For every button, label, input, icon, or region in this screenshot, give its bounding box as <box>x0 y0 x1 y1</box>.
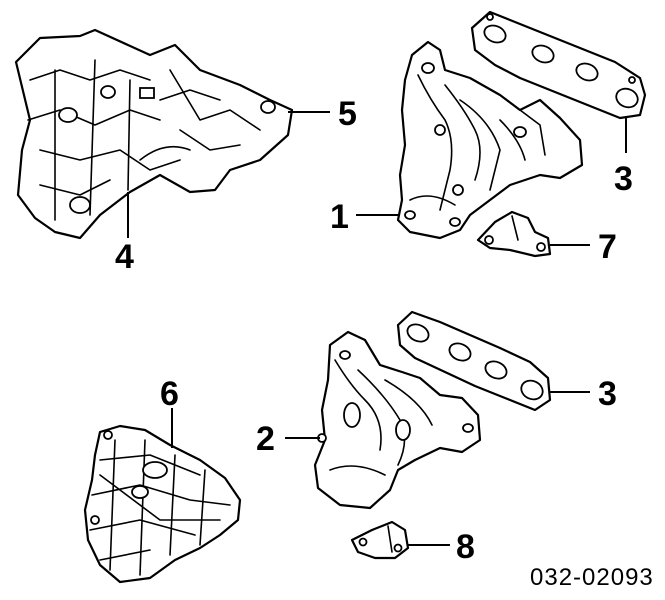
callout-5: 5 <box>338 95 357 133</box>
exhaust-manifold-upper <box>396 40 584 240</box>
manifold-gasket-upper <box>470 10 647 120</box>
heat-shield-lower <box>83 424 242 584</box>
callout-2: 2 <box>256 420 275 458</box>
bracket-8 <box>350 520 410 560</box>
callout-6: 6 <box>160 375 179 413</box>
heat-shield-upper <box>14 28 294 240</box>
callout-1: 1 <box>330 198 349 236</box>
callout-7: 7 <box>598 228 617 266</box>
callout-3-lower: 3 <box>598 375 617 413</box>
reference-code: 032-02093 <box>530 564 654 591</box>
bracket-7 <box>476 210 552 258</box>
callout-4: 4 <box>115 238 134 276</box>
manifold-gasket-lower <box>396 310 552 412</box>
callout-3-upper: 3 <box>614 160 633 198</box>
exhaust-manifold-lower <box>313 330 482 510</box>
callout-8: 8 <box>456 528 475 566</box>
